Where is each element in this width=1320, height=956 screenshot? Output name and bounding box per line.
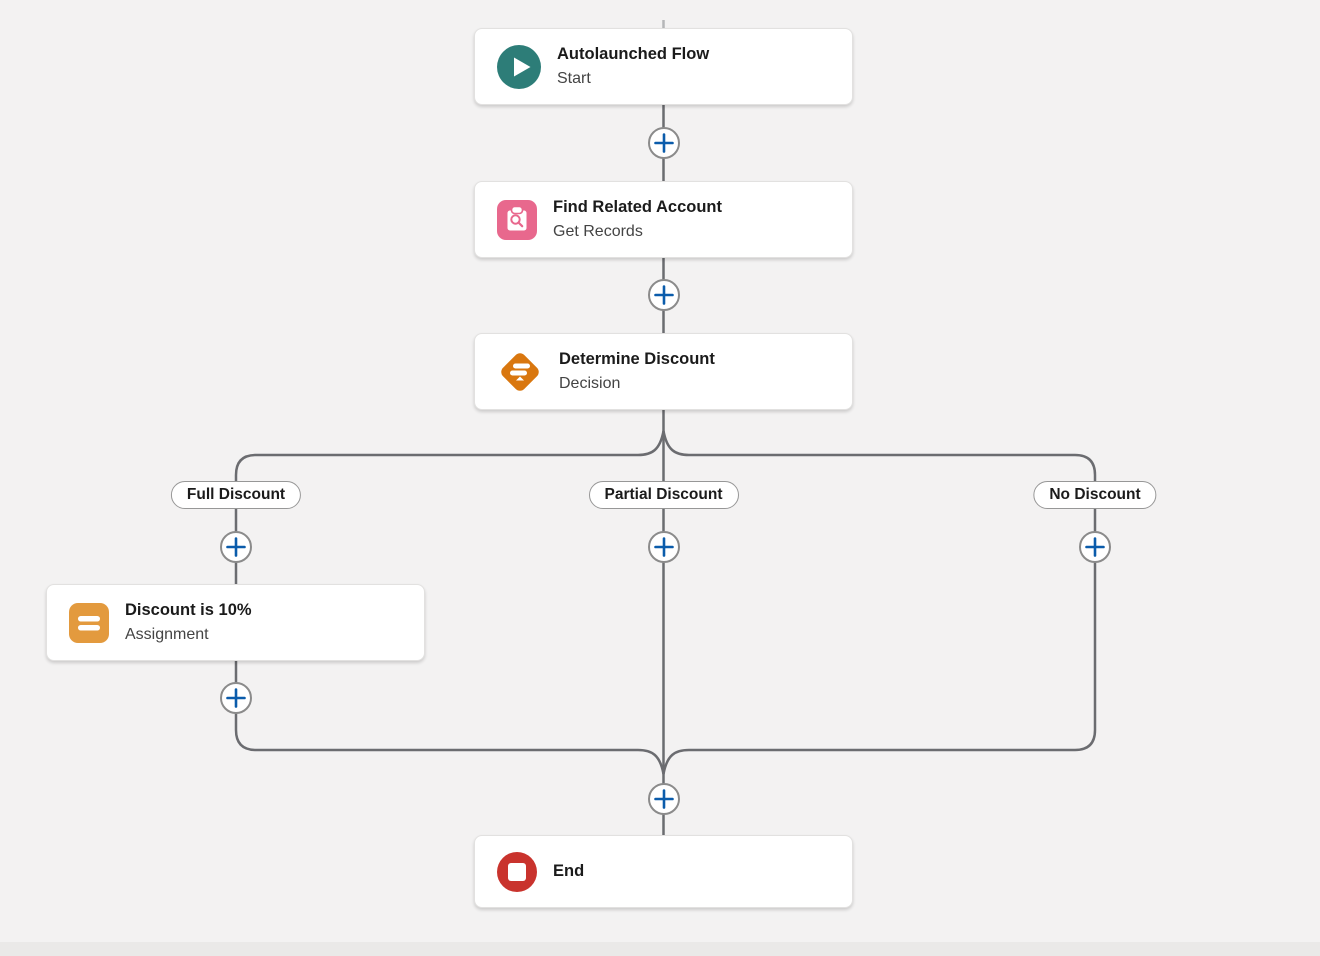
plus-icon (653, 133, 674, 153)
add-element-button[interactable] (647, 279, 680, 311)
stop-icon (497, 851, 537, 892)
plus-icon (653, 789, 674, 809)
node-assignment-text: Discount is 10% Assignment (125, 599, 252, 646)
plus-icon (226, 537, 246, 557)
branch-label-partial-discount: Partial Discount (588, 481, 739, 509)
add-element-button[interactable] (647, 531, 680, 563)
add-element-button[interactable] (220, 682, 252, 714)
node-subtitle: Decision (559, 374, 621, 392)
add-element-button[interactable] (220, 531, 252, 563)
node-assignment[interactable]: Discount is 10% Assignment (46, 584, 425, 661)
plus-icon (226, 688, 246, 708)
branch-label-no-discount: No Discount (1033, 481, 1157, 509)
plus-icon (653, 537, 674, 557)
node-title: Determine Discount (559, 349, 715, 368)
node-decision[interactable]: Determine Discount Decision (474, 333, 853, 410)
add-element-button[interactable] (1079, 531, 1111, 563)
node-start[interactable]: Autolaunched Flow Start (474, 28, 853, 105)
add-element-button[interactable] (647, 127, 680, 159)
connector-right-branch (662, 430, 1097, 775)
play-icon (497, 44, 541, 89)
node-decision-text: Determine Discount Decision (559, 348, 715, 395)
node-title: Autolaunched Flow (557, 44, 710, 63)
node-title: Discount is 10% (125, 600, 252, 619)
branch-label-full-discount: Full Discount (170, 481, 302, 509)
node-start-text: Autolaunched Flow Start (557, 43, 709, 90)
node-subtitle: Get Records (553, 222, 643, 240)
assignment-icon (69, 602, 109, 643)
node-subtitle: Start (557, 69, 591, 87)
plus-icon (1085, 537, 1105, 557)
node-get-records[interactable]: Find Related Account Get Records (474, 181, 853, 258)
node-end-text: End (553, 860, 584, 884)
canvas-bottom-edge (0, 942, 1320, 956)
node-title: End (553, 861, 585, 880)
node-get-records-text: Find Related Account Get Records (553, 196, 722, 243)
node-end[interactable]: End (474, 835, 853, 908)
node-subtitle: Assignment (125, 625, 209, 643)
decision-icon (501, 352, 539, 391)
plus-icon (653, 285, 674, 305)
add-element-button[interactable] (647, 783, 680, 815)
record-lookup-icon (497, 199, 537, 240)
node-title: Find Related Account (553, 197, 722, 216)
